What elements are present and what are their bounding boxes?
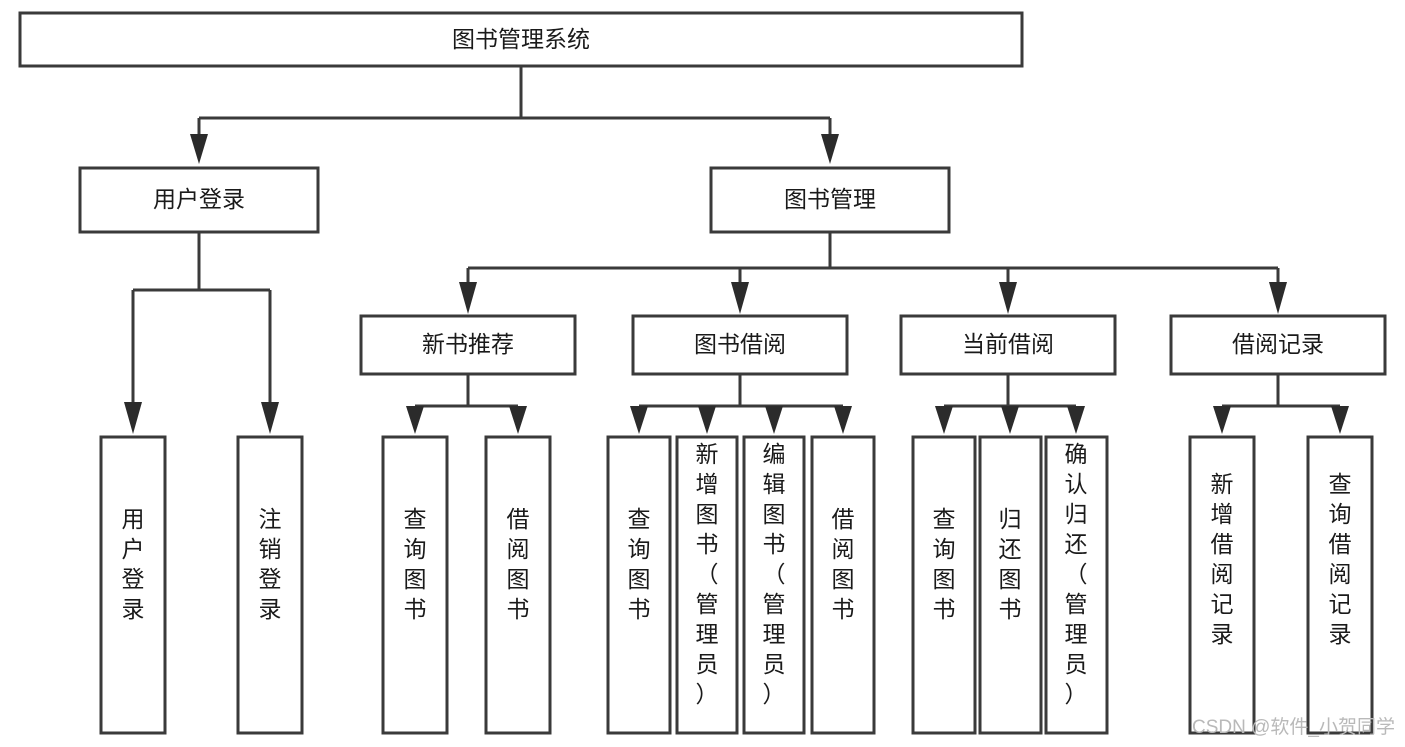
arrow-head-newbook-1 <box>406 406 424 434</box>
leaf-node[interactable]: 查询图书 <box>911 435 977 735</box>
leaf-label-add-borrow-record: 新增借阅记录 <box>1211 471 1234 647</box>
leaf-node[interactable]: 新增借阅记录 <box>1188 435 1256 735</box>
leaf-node[interactable]: 查询图书 <box>381 435 449 735</box>
arrow-head-current-3 <box>1067 406 1085 434</box>
leaf-box-confirm-return-admin[interactable] <box>1044 435 1109 735</box>
connector-group-user-login <box>124 232 279 434</box>
leaf-node[interactable]: 注销登录 <box>236 435 304 735</box>
connector-group-borrow-record <box>1213 374 1349 434</box>
node-user-login-label: 用户登录 <box>153 186 245 212</box>
arrow-head-current-1 <box>935 406 953 434</box>
node-root-system[interactable]: 图书管理系统 <box>18 11 1024 68</box>
node-book-management-label: 图书管理 <box>784 186 876 212</box>
arrow-head-user-2 <box>261 402 279 434</box>
leaf-label-query-book-2: 查询图书 <box>628 506 651 622</box>
arrow-head-borrow-4 <box>834 406 852 434</box>
arrow-head-root-1 <box>190 134 208 164</box>
node-user-login-box[interactable] <box>78 166 320 234</box>
leaf-node[interactable]: 新增图书（管理员） <box>675 435 739 735</box>
connector-group-current-borrow <box>935 374 1085 434</box>
leaf-node[interactable]: 查询图书 <box>606 435 672 735</box>
node-current-borrow-label: 当前借阅 <box>962 331 1054 357</box>
connector-group-root <box>190 66 839 164</box>
leaf-label-confirm-return-admin: 确认归还（管理员） <box>1065 441 1088 707</box>
node-book-management[interactable]: 图书管理 <box>709 166 951 234</box>
node-new-book-recommend[interactable]: 新书推荐 <box>359 314 577 376</box>
connector-group-borrow <box>630 374 852 434</box>
connector-group-book-mgmt <box>459 232 1287 314</box>
arrow-head-borrow-3 <box>765 406 783 434</box>
leaf-label-edit-book-admin: 编辑图书（管理员） <box>763 441 786 707</box>
node-user-login[interactable]: 用户登录 <box>78 166 320 234</box>
leaf-box-query-borrow-record[interactable] <box>1306 435 1374 735</box>
arrow-head-mgmt-4 <box>1269 282 1287 314</box>
arrow-head-root-2 <box>821 134 839 164</box>
leaf-box-edit-book-admin[interactable] <box>742 435 806 735</box>
leaf-label-query-book-3: 查询图书 <box>933 506 956 622</box>
leaf-node[interactable]: 查询借阅记录 <box>1306 435 1374 735</box>
node-borrow-record[interactable]: 借阅记录 <box>1169 314 1387 376</box>
arrow-head-mgmt-1 <box>459 282 477 314</box>
node-book-borrow[interactable]: 图书借阅 <box>631 314 849 376</box>
arrow-head-mgmt-3 <box>999 282 1017 314</box>
leaf-label-query-book-1: 查询图书 <box>404 506 427 622</box>
leaf-box-return-book[interactable] <box>978 435 1043 735</box>
node-book-management-box[interactable] <box>709 166 951 234</box>
node-current-borrow[interactable]: 当前借阅 <box>899 314 1117 376</box>
node-book-borrow-label: 图书借阅 <box>694 331 786 357</box>
leaf-label-user-login: 用户登录 <box>122 506 145 622</box>
leaf-label-logout: 注销登录 <box>259 506 282 622</box>
leaf-node[interactable]: 用户登录 <box>99 435 167 735</box>
arrow-head-borrow-1 <box>630 406 648 434</box>
leaf-node[interactable]: 编辑图书（管理员） <box>742 435 806 735</box>
arrow-head-current-2 <box>1001 406 1019 434</box>
arrow-head-mgmt-2 <box>731 282 749 314</box>
leaf-box-add-book-admin[interactable] <box>675 435 739 735</box>
node-root-box[interactable] <box>18 11 1024 68</box>
leaf-label-borrow-book-2: 借阅图书 <box>832 506 855 622</box>
leaf-box-query-book-3[interactable] <box>911 435 977 735</box>
node-new-book-recommend-label: 新书推荐 <box>422 331 514 357</box>
leaf-box-borrow-book-2[interactable] <box>810 435 876 735</box>
leaf-box-add-borrow-record[interactable] <box>1188 435 1256 735</box>
watermark-label: CSDN @软件_小贺同学 <box>1192 716 1395 738</box>
leaf-box-borrow-book-1[interactable] <box>484 435 552 735</box>
node-current-borrow-box[interactable] <box>899 314 1117 376</box>
leaf-node[interactable]: 确认归还（管理员） <box>1044 435 1109 735</box>
leaf-box-query-book-2[interactable] <box>606 435 672 735</box>
arrow-head-newbook-2 <box>509 406 527 434</box>
leaf-box-query-book-1[interactable] <box>381 435 449 735</box>
leaf-node[interactable]: 借阅图书 <box>484 435 552 735</box>
connector-group-new-book <box>406 374 527 434</box>
arrow-head-user-1 <box>124 402 142 434</box>
arrow-head-record-1 <box>1213 406 1231 434</box>
node-new-book-recommend-box[interactable] <box>359 314 577 376</box>
leaf-label-borrow-book-1: 借阅图书 <box>507 506 530 622</box>
leaf-label-return-book: 归还图书 <box>999 506 1022 622</box>
node-borrow-record-box[interactable] <box>1169 314 1387 376</box>
leaf-box-user-login[interactable] <box>99 435 167 735</box>
leaf-box-logout[interactable] <box>236 435 304 735</box>
node-borrow-record-label: 借阅记录 <box>1232 331 1324 357</box>
leaf-label-query-borrow-record: 查询借阅记录 <box>1329 471 1352 647</box>
node-book-borrow-box[interactable] <box>631 314 849 376</box>
leaf-label-add-book-admin: 新增图书（管理员） <box>696 441 719 707</box>
leaf-node[interactable]: 借阅图书 <box>810 435 876 735</box>
arrow-head-record-2 <box>1331 406 1349 434</box>
node-root-label: 图书管理系统 <box>452 26 590 52</box>
leaf-node[interactable]: 归还图书 <box>978 435 1043 735</box>
arrow-head-borrow-2 <box>698 406 716 434</box>
